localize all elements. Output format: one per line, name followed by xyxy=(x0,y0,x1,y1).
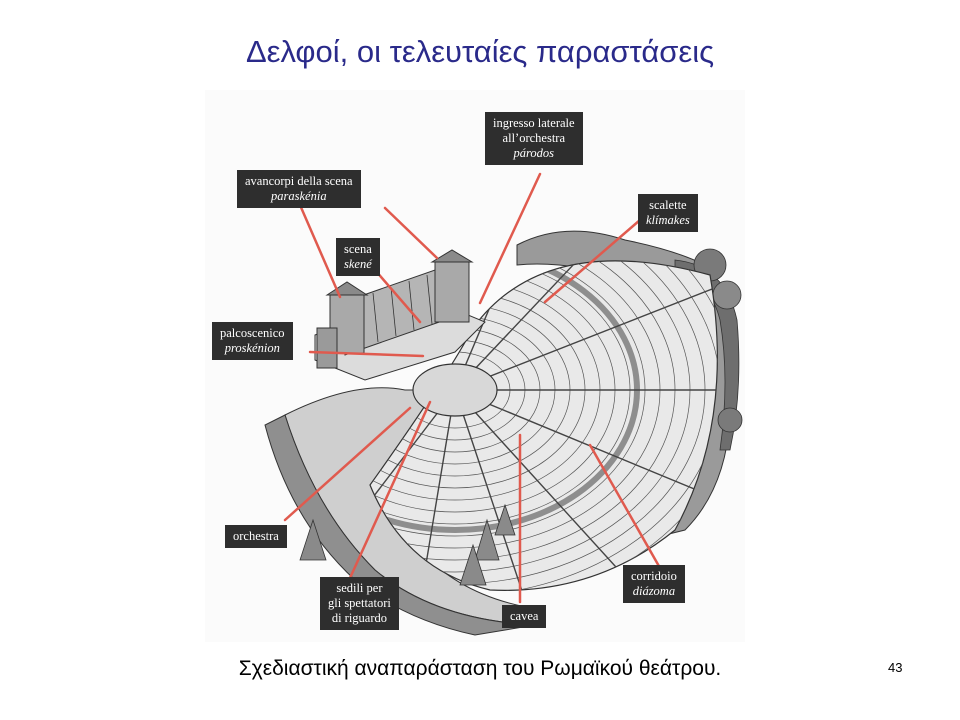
label-parodos-line1: ingresso laterale xyxy=(493,116,575,130)
label-paraskenia-line1: avancorpi della scena xyxy=(245,174,353,188)
label-diazoma-line2: diázoma xyxy=(632,584,676,598)
label-parodos-line3: párodos xyxy=(513,146,555,160)
orchestra-drawing xyxy=(412,363,498,417)
label-klimakes-line1: scalette xyxy=(649,198,687,212)
label-proskenion-line1: palcoscenico xyxy=(220,326,285,340)
label-paraskenia-line2: paraskénia xyxy=(271,189,327,203)
label-skene-line2: skené xyxy=(344,257,372,271)
trees xyxy=(299,503,516,586)
label-seats-line1: sedili per xyxy=(336,581,383,595)
pointer-lines xyxy=(283,172,662,604)
theatre-drawing xyxy=(264,172,743,636)
label-proskenion: palcoscenico proskénion xyxy=(212,322,293,360)
theatre-illustration: ingresso laterale all’orchestra párodos … xyxy=(205,90,745,642)
label-seats-line3: di riguardo xyxy=(331,611,388,625)
label-proskenion-line2: proskénion xyxy=(224,341,280,355)
label-skene: scena skené xyxy=(336,238,380,276)
label-diazoma: corridoio diázoma xyxy=(623,565,685,603)
label-klimakes-line2: klímakes xyxy=(646,213,690,227)
page-number: 43 xyxy=(888,660,903,675)
label-diazoma-line1: corridoio xyxy=(631,569,677,583)
label-skene-line1: scena xyxy=(344,242,372,256)
label-paraskenia: avancorpi della scena paraskénia xyxy=(237,170,361,208)
label-cavea: cavea xyxy=(502,605,547,628)
slide-title: Δελφοί, οι τελευταίες παραστάσεις xyxy=(245,34,715,69)
label-orchestra: orchestra xyxy=(225,525,287,548)
label-parodos-line2: all’orchestra xyxy=(502,131,566,145)
label-seats-line2: gli spettatori xyxy=(328,596,391,610)
label-klimakes: scalette klímakes xyxy=(638,194,698,232)
label-seats: sedili per gli spettatori di riguardo xyxy=(320,577,399,630)
label-parodos: ingresso laterale all’orchestra párodos xyxy=(485,112,583,165)
figure-caption: Σχεδιαστική αναπαράσταση του Ρωμαϊκού θε… xyxy=(238,657,722,680)
label-orchestra-line1: orchestra xyxy=(233,529,279,543)
stage-building xyxy=(314,249,486,381)
label-cavea-line1: cavea xyxy=(510,609,539,623)
